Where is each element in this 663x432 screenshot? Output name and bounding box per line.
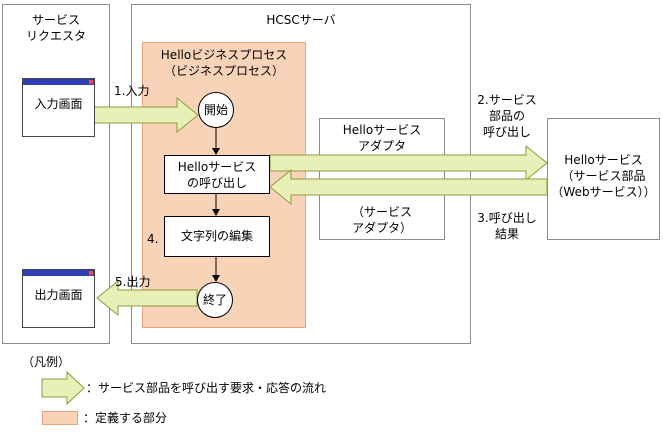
close-icon (89, 80, 93, 84)
start-node: 開始 (198, 92, 234, 128)
edit-string-label: 文字列の編集 (180, 229, 253, 243)
legend-arrow (41, 370, 85, 406)
step-4-label: 4. (147, 232, 159, 246)
edit-string-step: 文字列の編集 (164, 216, 270, 257)
legend-area-text: ：定義する部分 (83, 411, 168, 425)
service-adapter-type: （サービス アダプタ） (351, 205, 412, 235)
output-screen-window: 出力画面 (22, 269, 95, 328)
close-icon (89, 271, 93, 275)
input-screen-label: 入力画面 (34, 97, 83, 111)
input-flow-arrow (92, 96, 199, 134)
service-result-arrow (269, 168, 548, 206)
window-title-bar (23, 270, 94, 276)
invoke-service-step: Helloサービス の呼び出し (164, 155, 270, 194)
window-title-bar (23, 79, 94, 85)
legend-area-swatch (42, 411, 78, 425)
step-1-label: 1.入力 (114, 84, 150, 98)
output-flow-arrow (96, 279, 198, 317)
step-5-label: 5.出力 (115, 275, 151, 289)
end-node: 終了 (197, 282, 233, 318)
end-label: 終了 (202, 293, 227, 307)
service-call-arrow (269, 144, 548, 182)
output-screen-label: 出力画面 (34, 288, 83, 302)
legend-title: （凡例） (22, 355, 71, 369)
input-screen-window: 入力画面 (22, 78, 95, 137)
step-2-label: 2.サービス 部品の 呼び出し (477, 93, 537, 139)
legend-arrow-text: ：サービス部品を呼び出す要求・応答の流れ (86, 381, 327, 395)
hello-service-label: Helloサービス （サービス部品 （Webサービス）） (551, 153, 656, 199)
start-label: 開始 (203, 103, 228, 117)
service-adapter-name: Helloサービス アダプタ (342, 123, 422, 153)
business-process-title: Helloビジネスプロセス （ビジネスプロセス） (160, 48, 288, 78)
step-3-label: 3.呼び出し 結果 (477, 211, 537, 241)
service-requester-title: サービス リクエスタ (25, 13, 86, 43)
hcsc-server-title: HCSCサーバ (266, 13, 336, 27)
